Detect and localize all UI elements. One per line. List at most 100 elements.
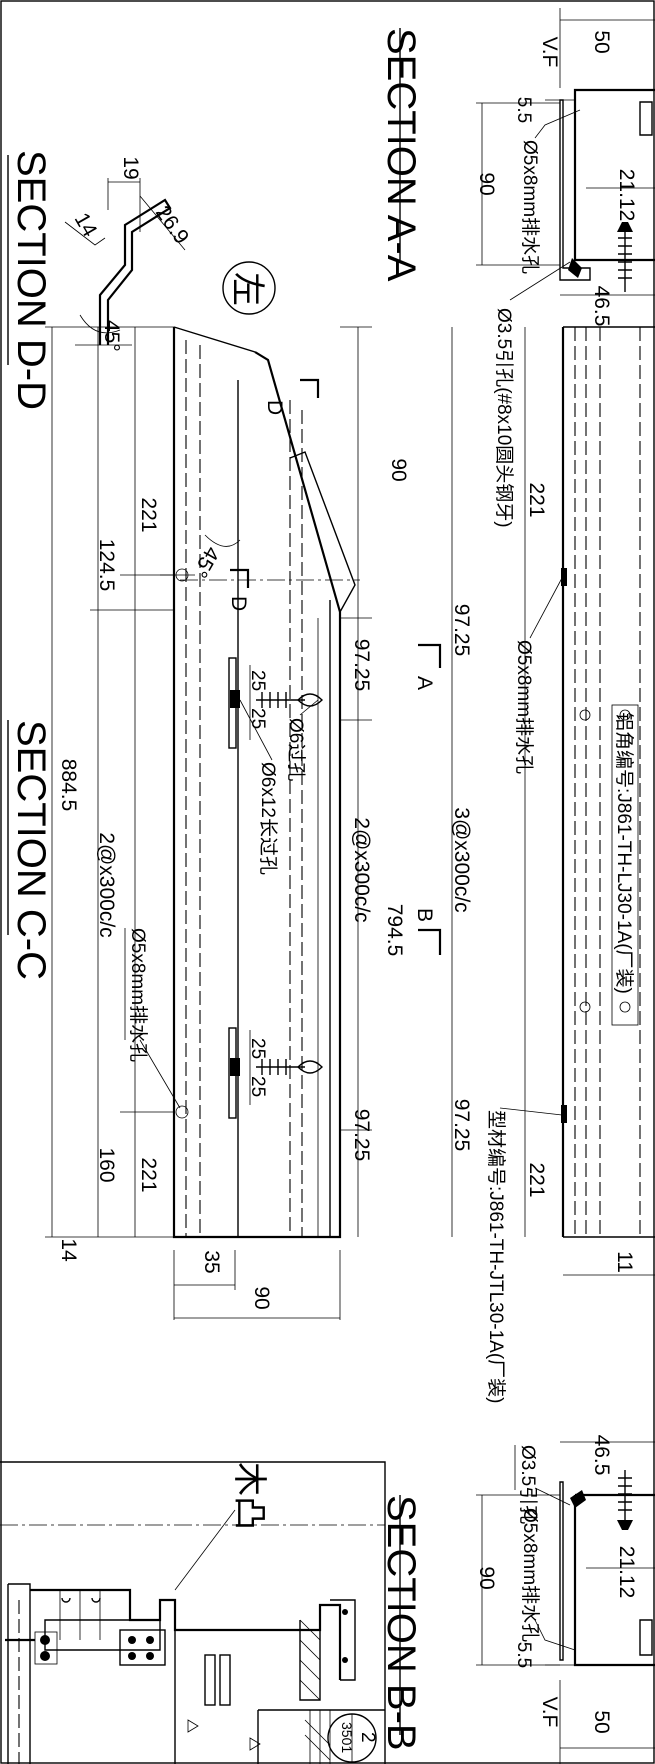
nut-c-upper <box>230 690 240 708</box>
detail-bolt-1 <box>128 1636 136 1644</box>
left-marker-circle <box>222 261 276 315</box>
leader-drain-elev <box>529 577 563 639</box>
note-bracket: 铝角编号:J861-TH-LJ30-1A(厂装) <box>613 712 635 994</box>
dim-c-angle: 45° <box>188 543 224 582</box>
detail-glass-lines <box>309 1710 331 1764</box>
profile-a-return <box>639 101 653 136</box>
dim-b-top: 46.5 <box>590 1435 613 1476</box>
rivet-c-upper <box>297 693 323 707</box>
dim-a-inner: 21.12 <box>615 169 638 222</box>
dim-c-97b: 97.25 <box>350 1109 373 1162</box>
wood-label: 木凸 <box>230 1462 268 1530</box>
detail-bolt-2 <box>146 1636 154 1644</box>
dim-d-c: 26.9 <box>151 202 193 249</box>
leader-wood <box>174 1509 236 1591</box>
elevation-view: A B 221 97.25 3@x300c/c 97.25 221 11 Ø5x… <box>413 326 655 1404</box>
marker-b: B <box>413 908 436 922</box>
dim-a-bottom: 46.5 <box>590 286 613 327</box>
detail-transom-inner <box>44 1619 161 1651</box>
section-b-title: SECTION B-B <box>379 1495 423 1751</box>
dim-a-vf-gap: 5.5 <box>513 97 534 123</box>
section-b-marker <box>418 928 442 955</box>
detail-ref-top: 2 <box>357 1732 378 1743</box>
section-c-c: SECTION C-C D D 45° 25 25 <box>7 326 410 1320</box>
note-drain-elev: Ø5x8mm排水孔 <box>513 640 535 774</box>
section-a-a: SECTION A-A 50 V.F 5.5 90 21.12 46.5 Ø5x… <box>379 8 655 528</box>
elev-drain-bottom <box>561 1105 567 1123</box>
dim-c-97a: 97.25 <box>350 639 373 692</box>
profile-b-return <box>639 1619 653 1656</box>
dim-c-221a: 221 <box>137 497 160 532</box>
marker-d1: D <box>263 400 286 415</box>
dim-c-160: 160 <box>95 1147 118 1182</box>
dim-c-25c: 25 <box>247 1038 268 1059</box>
note-profile: 型材编号:J861-TH-JTL30-1A(厂装) <box>485 1110 507 1404</box>
dim-c-top-end: 90 <box>387 458 410 481</box>
section-a-marker <box>418 643 442 668</box>
profile-c-outline <box>172 327 342 1239</box>
screw-b <box>618 1470 632 1520</box>
profile-c-cap <box>289 451 356 613</box>
elev-hole-3 <box>619 709 631 721</box>
marker-d2: D <box>227 596 250 611</box>
dim-c-25b: 25 <box>247 708 268 729</box>
leader-drain-c <box>139 1039 181 1109</box>
drain-hole-bottom <box>175 1105 189 1119</box>
angle-c-arc <box>204 534 241 547</box>
dim-d-angle: 45° <box>100 320 123 352</box>
dim-b-vf: V.F <box>538 1697 561 1728</box>
detail-bolt-3 <box>128 1652 136 1660</box>
drain-hole-top <box>175 568 189 582</box>
profile-a-outline <box>573 88 655 262</box>
dim-b-bottom: 50 <box>590 1710 613 1733</box>
dim-c-left-2x300: 2@x300c/c <box>95 832 118 937</box>
detail-tri-1 <box>187 1719 199 1733</box>
dim-c-14: 14 <box>57 1238 80 1262</box>
dim-a-vf: V.F <box>538 37 561 68</box>
note-slot: Ø6x12长过孔 <box>257 762 279 875</box>
dim-c-884: 884.5 <box>57 759 80 812</box>
detail-bar-1 <box>204 1654 216 1706</box>
detail-bolt-6 <box>40 1651 50 1661</box>
detail-frame <box>0 1461 386 1764</box>
note-drain-c: Ø5x8mm排水孔 <box>127 928 149 1062</box>
section-c-title: SECTION C-C <box>9 720 53 980</box>
profile-c-top <box>173 326 256 353</box>
elev-221a: 221 <box>525 482 548 517</box>
dim-b-height: 90 <box>475 1566 498 1589</box>
dim-d-c-line <box>139 195 186 251</box>
leader-pilot-b <box>534 1487 571 1506</box>
elev-hole-2 <box>579 1001 591 1013</box>
detail-tri-2 <box>249 1737 261 1751</box>
elev-drain-top <box>561 568 567 586</box>
screw-c-lower <box>256 1059 305 1075</box>
left-marker-text: 左 <box>228 272 266 306</box>
dim-a-lower: 11 <box>613 1251 636 1273</box>
dim-a-top: 50 <box>590 30 613 53</box>
leader-slot <box>239 699 273 761</box>
detail-bolt-4 <box>146 1652 154 1660</box>
dim-c-2x300: 2@x300c/c <box>350 817 373 922</box>
rivet-b <box>570 1490 586 1508</box>
leader-drain-b <box>534 1619 576 1651</box>
dim-c-25a: 25 <box>247 670 268 691</box>
elev-97b: 97.25 <box>450 1099 473 1152</box>
note-pilot-b: Ø3.5引孔 <box>517 1445 539 1524</box>
profile-d <box>98 198 172 345</box>
dim-c-25d: 25 <box>247 1076 268 1097</box>
nut-c-lower <box>230 1058 240 1076</box>
screw-a-head <box>617 222 633 232</box>
section-d-d: SECTION D-D 19 14 26.9 45° <box>7 150 193 410</box>
note-via6: Ø6过孔 <box>285 718 307 781</box>
dim-d-b-line <box>64 221 106 246</box>
detail-cap <box>330 1599 356 1681</box>
dim-c-90: 90 <box>250 1286 273 1309</box>
detail-screw-2 <box>342 1657 348 1663</box>
dim-d-a: 19 <box>119 156 142 179</box>
elev-hole-4 <box>619 1001 631 1013</box>
note-drain-a: Ø5x8mm排水孔 <box>519 140 541 274</box>
detail-bolt-5 <box>40 1635 50 1645</box>
marker-a: A <box>413 676 436 690</box>
leader-profile <box>499 1107 563 1116</box>
